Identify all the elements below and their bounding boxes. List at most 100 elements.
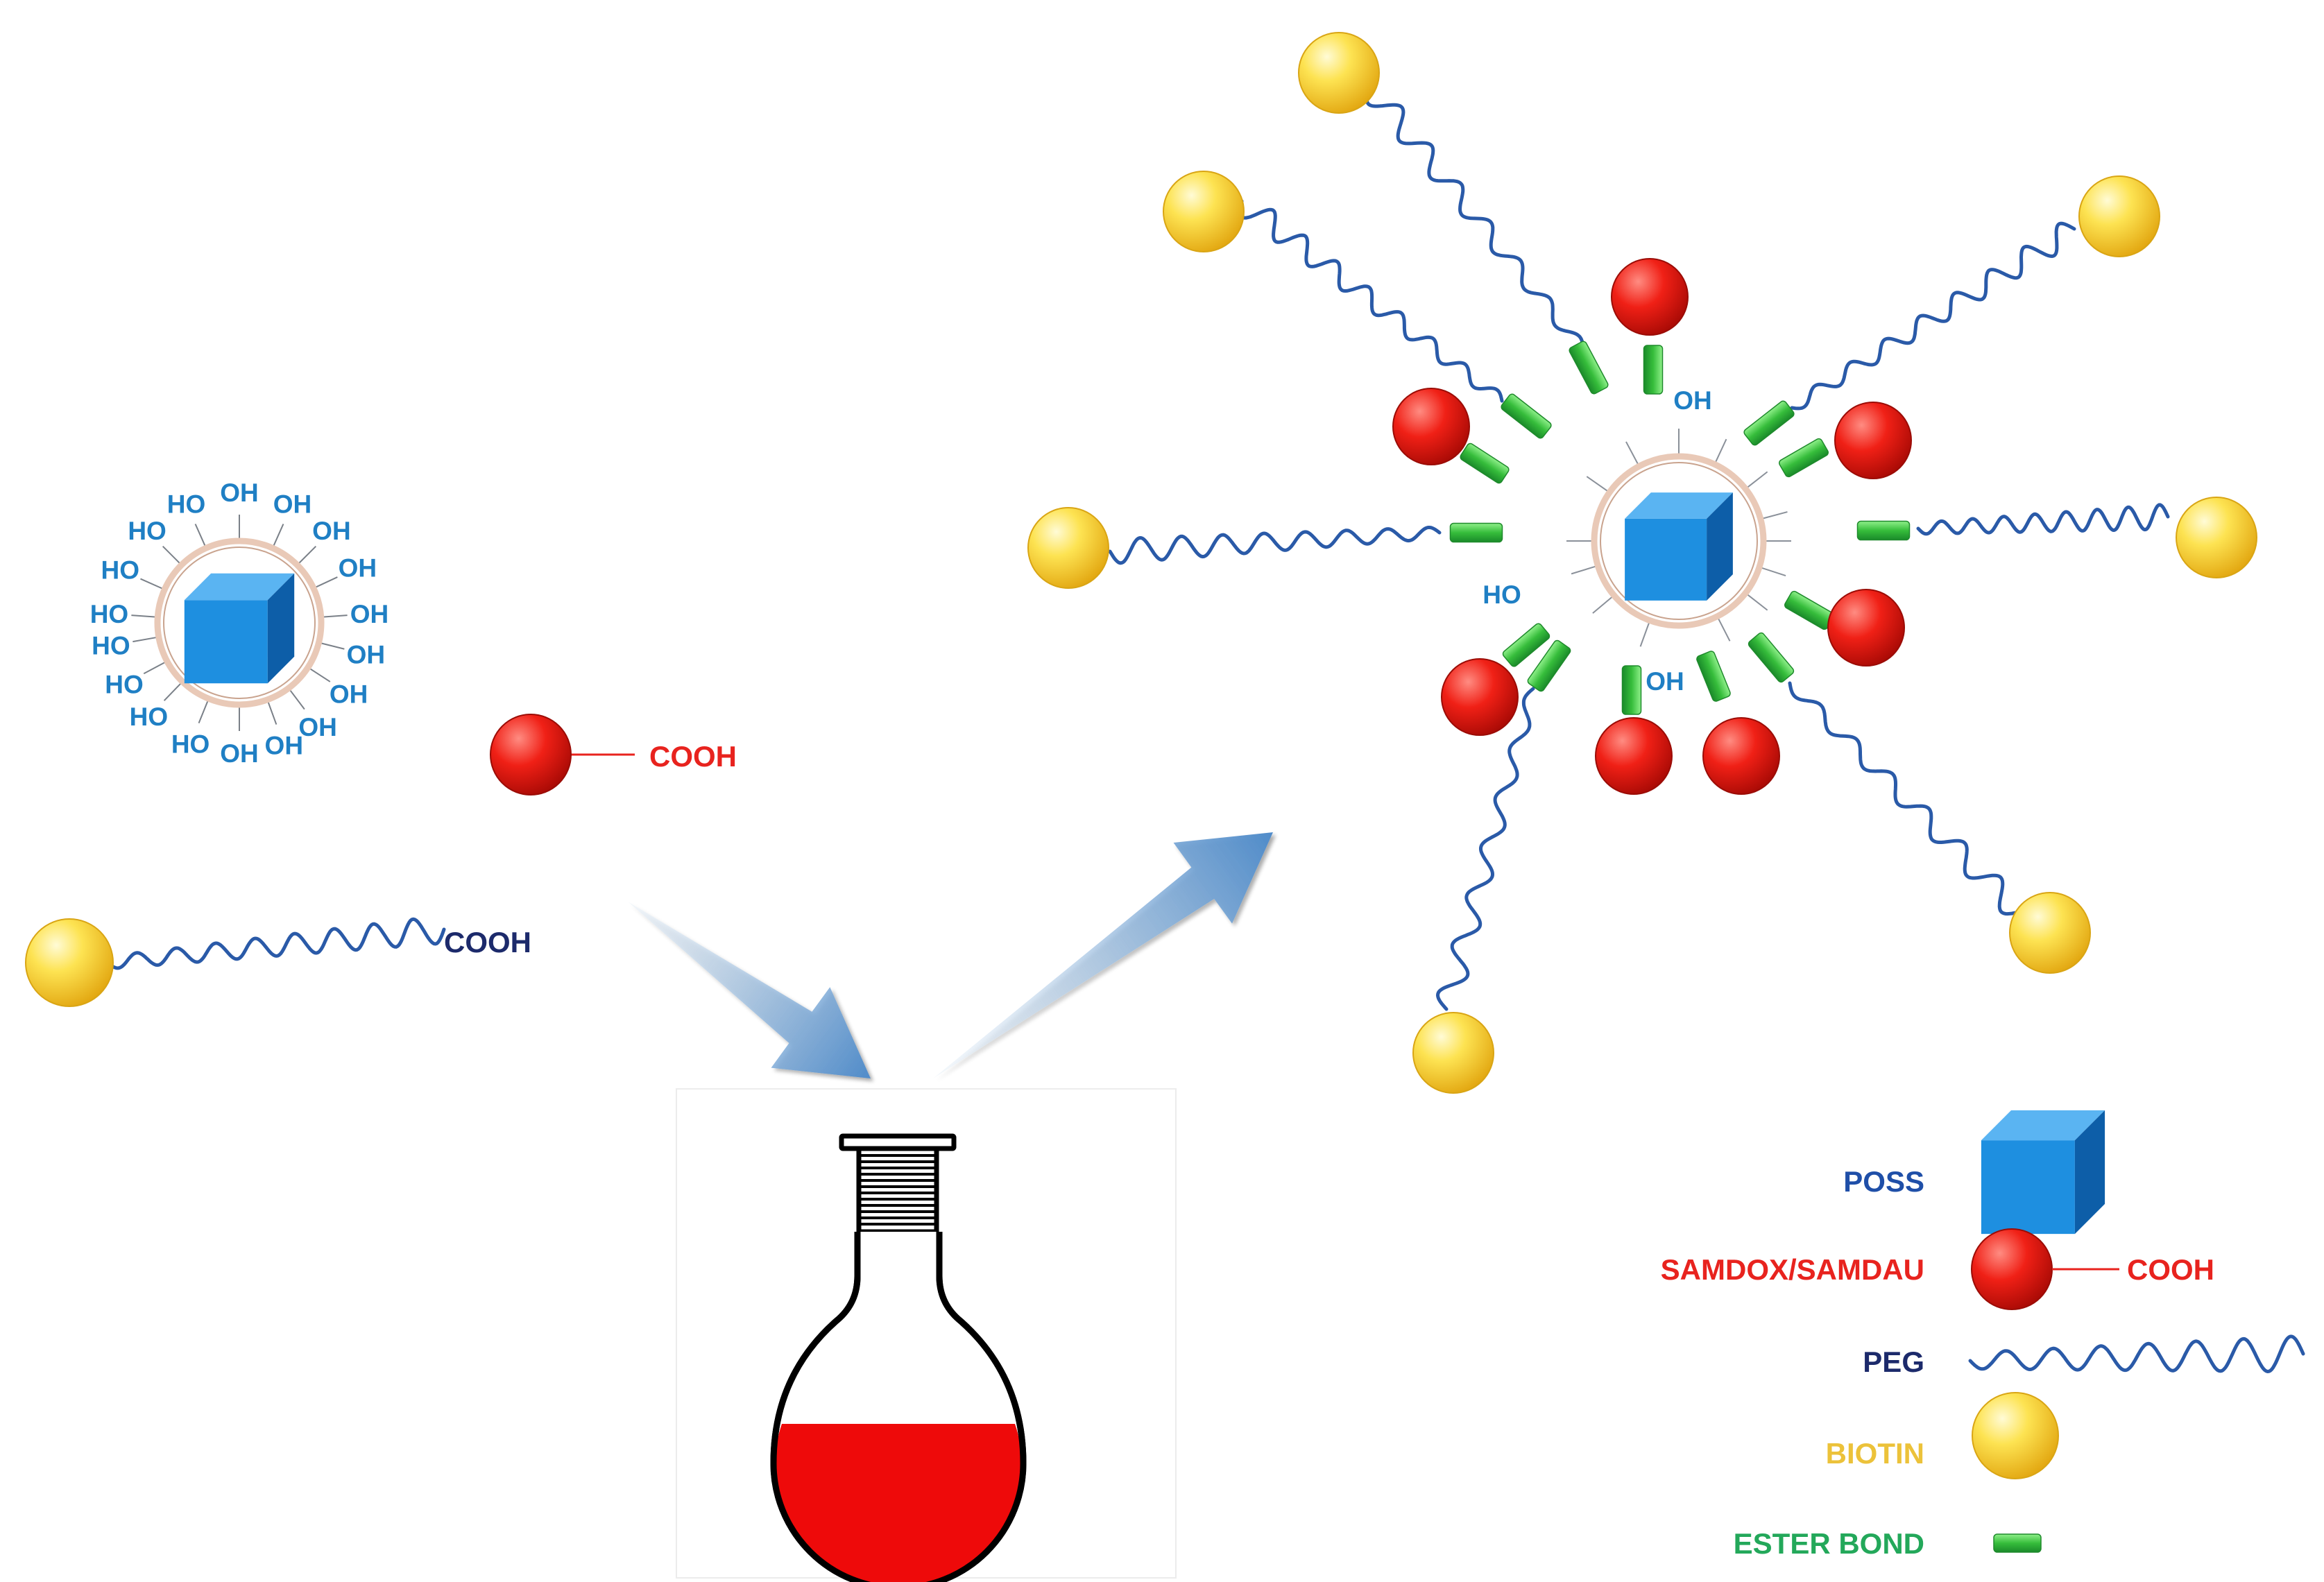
ester-bond: [1743, 400, 1795, 446]
hydroxyl-label: OH: [273, 490, 312, 518]
spoke: [1715, 438, 1727, 463]
ester-bond: [1696, 651, 1731, 702]
hydroxyl-label: OH: [220, 739, 259, 768]
hydroxyl-label: OH: [330, 680, 368, 708]
hydroxyl-label: HO: [171, 730, 210, 758]
ester-bond: [1643, 345, 1664, 395]
hydroxyl-label: HO: [167, 490, 206, 518]
sphere-icon: [2009, 892, 2091, 974]
ester-bond: [1856, 520, 1911, 541]
hydroxyl-bond: [267, 702, 277, 725]
spoke: [1586, 476, 1608, 492]
hydroxyl-bond: [323, 614, 348, 618]
flask-icon: [770, 1133, 1027, 1582]
hydroxyl-label: OH: [339, 554, 377, 583]
cube-icon: [1625, 492, 1733, 601]
product-conjugate: OH HO OH: [1027, 32, 2257, 1094]
legend-biotin-label: BIOTIN: [1826, 1437, 1924, 1470]
free-hydroxyl-label: OH: [1646, 667, 1684, 696]
hydroxyl-bond: [194, 524, 206, 546]
peg-cooh-label: COOH: [444, 926, 531, 958]
hydroxyl-label: HO: [130, 703, 169, 731]
hydroxyl-label: OH: [298, 713, 337, 741]
legend-poss-label: POSS: [1843, 1165, 1924, 1198]
hydroxyl-bond: [321, 642, 345, 650]
ester-bond: [1993, 1533, 2042, 1553]
ester-bond: [1527, 639, 1571, 692]
spoke: [1718, 618, 1731, 642]
legend-ester-label: ESTER BOND: [1734, 1527, 1924, 1560]
hydroxyl-label: HO: [101, 556, 140, 585]
flask-liquid: [775, 1424, 1022, 1582]
hydroxyl-bond: [316, 576, 338, 588]
hydroxyl-label: HO: [128, 517, 166, 545]
spoke: [1571, 565, 1596, 575]
ester-bond: [1569, 341, 1609, 395]
sphere-icon: [1595, 717, 1673, 795]
cube-icon: [184, 573, 295, 684]
hydroxyl-label: OH: [350, 600, 389, 628]
sphere-icon: [1972, 1392, 2059, 1479]
ester-bond: [1784, 590, 1834, 630]
sphere-icon: [1441, 658, 1519, 736]
hydroxyl-label: OH: [265, 732, 304, 760]
hydroxyl-bond: [131, 614, 155, 618]
sphere-icon: [490, 714, 572, 796]
hydroxyl-bond: [309, 668, 331, 682]
spoke: [1625, 441, 1639, 465]
hydroxyl-label: OH: [347, 640, 386, 669]
hydroxyl-label: HO: [92, 632, 130, 660]
sphere-icon: [2176, 497, 2257, 578]
sphere-icon: [2078, 175, 2160, 257]
hydroxyl-label: OH: [220, 479, 259, 507]
peg-chain: [1968, 1334, 2305, 1374]
hydroxyl-bond: [162, 545, 180, 564]
sphere-icon: [1702, 717, 1780, 795]
peg-chain: [1788, 681, 2021, 916]
sphere-icon: [1971, 1228, 2053, 1310]
sphere-icon: [25, 918, 114, 1007]
arrow-icon: [628, 902, 871, 1078]
ester-bond: [1779, 438, 1829, 478]
hydroxyl-bond: [140, 578, 162, 590]
ester-bond: [1748, 632, 1795, 683]
free-hydroxyl-label: OH: [1673, 386, 1712, 415]
hydroxyl-label: OH: [312, 517, 351, 545]
legend-samdox-label: SAMDOX/SAMDAU: [1661, 1253, 1924, 1286]
hydroxyl-bond: [298, 545, 317, 564]
spoke: [1747, 471, 1768, 488]
sphere-icon: [1392, 388, 1470, 465]
samdox-cooh-label: COOH: [649, 740, 737, 773]
ester-bond: [1460, 442, 1510, 484]
ester-bond: [1621, 665, 1642, 715]
sphere-icon: [1834, 402, 1912, 479]
ester-bond: [1502, 623, 1550, 667]
peg-chain: [105, 917, 446, 970]
sphere-icon: [1611, 258, 1689, 336]
cube-icon: [1981, 1110, 2105, 1235]
sphere-icon: [1827, 589, 1905, 667]
peg-chain: [1916, 503, 2170, 536]
ester-bond: [1501, 393, 1552, 439]
hydroxyl-label: HO: [105, 670, 144, 698]
legend: POSS SAMDOX/SAMDAU COOH PEG BIOTIN ESTER…: [1661, 1110, 2305, 1560]
peg-chain: [1790, 221, 2076, 411]
hydroxyl-label: HO: [90, 600, 129, 628]
peg-chain: [1108, 526, 1442, 565]
sphere-icon: [1027, 507, 1109, 589]
spoke: [1592, 596, 1613, 614]
spoke: [1639, 623, 1650, 647]
spoke: [1747, 594, 1768, 611]
sphere-icon: [1298, 32, 1380, 114]
peg-chain: [1238, 199, 1504, 403]
reactant-samdox: COOH: [490, 714, 737, 796]
hydroxyl-bond: [289, 689, 305, 710]
hydroxyl-bond: [133, 637, 157, 643]
arrow-icon: [933, 832, 1273, 1078]
spoke: [1761, 567, 1786, 577]
free-hydroxyl-label: HO: [1483, 581, 1521, 609]
spoke: [1763, 511, 1788, 519]
hydroxyl-bond: [163, 683, 181, 701]
